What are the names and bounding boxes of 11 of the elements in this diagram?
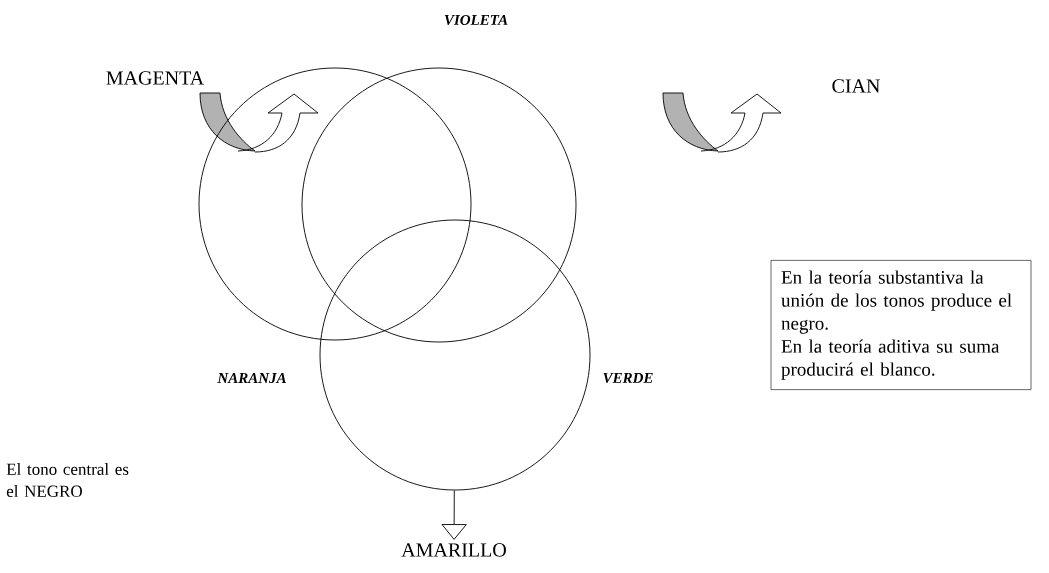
circle [301,67,577,343]
circle [319,219,591,491]
arrow [441,490,467,540]
color-name: MAGENTA [106,71,205,85]
note: El tono central es el NEGRO [6,463,129,497]
region-label: VIOLETA [444,14,508,26]
text-box: En la teoría substantiva la unión de los tonos produce el negro. En la teoría aditiva su suma producirá el blanco. [770,260,1032,390]
region-label: NARANJA [217,373,286,383]
region-label: VERDE [603,373,653,383]
color-name: AMARILLO [401,543,506,557]
color-name: CIAN [832,79,880,93]
